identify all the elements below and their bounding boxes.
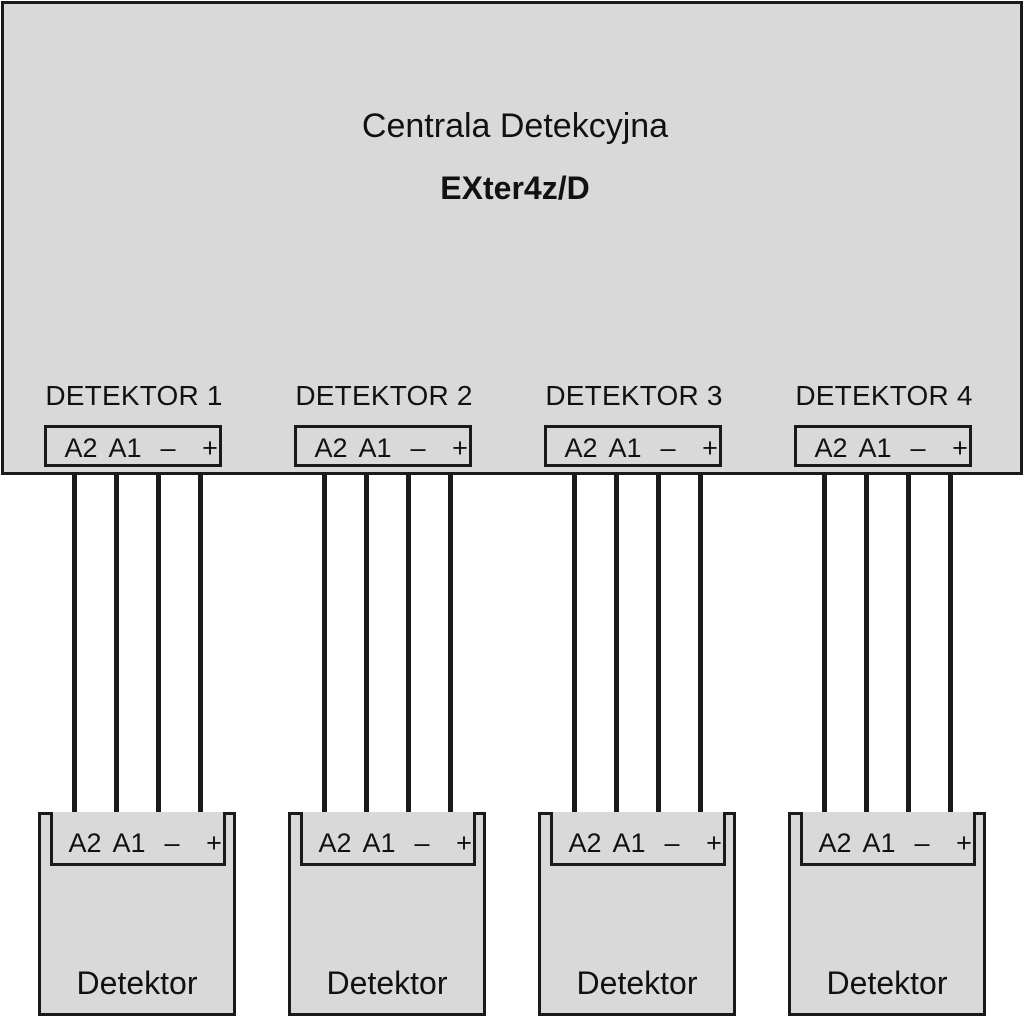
terminal-label: – bbox=[914, 828, 930, 858]
wire bbox=[656, 472, 661, 815]
detector-terminal-block: A2 A1–+ bbox=[50, 812, 226, 866]
terminal-label: A1 bbox=[862, 828, 896, 858]
terminal-label: A2 bbox=[818, 828, 852, 858]
detector-terminal-block: A2 A1–+ bbox=[550, 812, 726, 866]
central-terminal-block-3: A2 A1–+ bbox=[544, 425, 722, 467]
wire bbox=[614, 472, 619, 815]
detector-terminal-block: A2 A1–+ bbox=[300, 812, 476, 866]
terminal-label: A1 bbox=[108, 433, 142, 463]
detector-label: Detektor bbox=[576, 965, 698, 1001]
terminal-label: A1 bbox=[608, 433, 642, 463]
terminal-label: A1 bbox=[362, 828, 396, 858]
terminal-label: A1 bbox=[858, 433, 892, 463]
port-label-3: DETEKTOR 3 bbox=[545, 380, 723, 411]
terminal-label: A2 bbox=[68, 828, 102, 858]
terminal-label: + bbox=[702, 433, 718, 463]
terminal-label: – bbox=[414, 828, 430, 858]
terminal-label: – bbox=[910, 433, 926, 463]
wire bbox=[198, 472, 203, 815]
terminal-label: – bbox=[660, 433, 676, 463]
terminal-label: + bbox=[206, 828, 222, 858]
terminal-label: A2 bbox=[814, 433, 848, 463]
wire bbox=[322, 472, 327, 815]
wire bbox=[114, 472, 119, 815]
wire bbox=[448, 472, 453, 815]
wire bbox=[156, 472, 161, 815]
terminal-label: + bbox=[456, 828, 472, 858]
wire bbox=[364, 472, 369, 815]
central-unit-model: EXter4z/D bbox=[440, 170, 590, 206]
port-label-1: DETEKTOR 1 bbox=[45, 380, 223, 411]
detector-box-4: A2 A1–+ Detektor bbox=[788, 812, 986, 1016]
terminal-label: – bbox=[164, 828, 180, 858]
detector-terminal-block: A2 A1–+ bbox=[800, 812, 976, 866]
detector-label: Detektor bbox=[326, 965, 448, 1001]
detector-box-3: A2 A1–+ Detektor bbox=[538, 812, 736, 1016]
terminal-label: A2 bbox=[564, 433, 598, 463]
terminal-label: + bbox=[202, 433, 218, 463]
terminal-label: – bbox=[664, 828, 680, 858]
terminal-label: + bbox=[952, 433, 968, 463]
terminal-label: A2 bbox=[314, 433, 348, 463]
wire bbox=[72, 472, 77, 815]
detector-box-1: A2 A1–+ Detektor bbox=[38, 812, 236, 1016]
terminal-label: A2 bbox=[568, 828, 602, 858]
central-unit-box: Centrala Detekcyjna EXter4z/D bbox=[1, 1, 1023, 475]
wire bbox=[406, 472, 411, 815]
terminal-label: + bbox=[956, 828, 972, 858]
port-label-2: DETEKTOR 2 bbox=[295, 380, 473, 411]
terminal-label: – bbox=[410, 433, 426, 463]
central-unit-title: Centrala Detekcyjna bbox=[361, 107, 669, 145]
terminal-label: A1 bbox=[358, 433, 392, 463]
terminal-label: A2 bbox=[64, 433, 98, 463]
wire bbox=[906, 472, 911, 815]
wire bbox=[948, 472, 953, 815]
terminal-label: + bbox=[706, 828, 722, 858]
terminal-label: + bbox=[452, 433, 468, 463]
detector-box-2: A2 A1–+ Detektor bbox=[288, 812, 486, 1016]
detector-label: Detektor bbox=[826, 965, 948, 1001]
wire bbox=[572, 472, 577, 815]
wire bbox=[864, 472, 869, 815]
detector-label: Detektor bbox=[76, 965, 198, 1001]
central-terminal-block-4: A2 A1–+ bbox=[794, 425, 972, 467]
central-terminal-block-1: A2 A1–+ bbox=[44, 425, 222, 467]
terminal-label: A2 bbox=[318, 828, 352, 858]
wire bbox=[822, 472, 827, 815]
central-terminal-block-2: A2 A1–+ bbox=[294, 425, 472, 467]
port-label-4: DETEKTOR 4 bbox=[795, 380, 973, 411]
terminal-label: A1 bbox=[612, 828, 646, 858]
terminal-label: – bbox=[160, 433, 176, 463]
wire bbox=[698, 472, 703, 815]
terminal-label: A1 bbox=[112, 828, 146, 858]
